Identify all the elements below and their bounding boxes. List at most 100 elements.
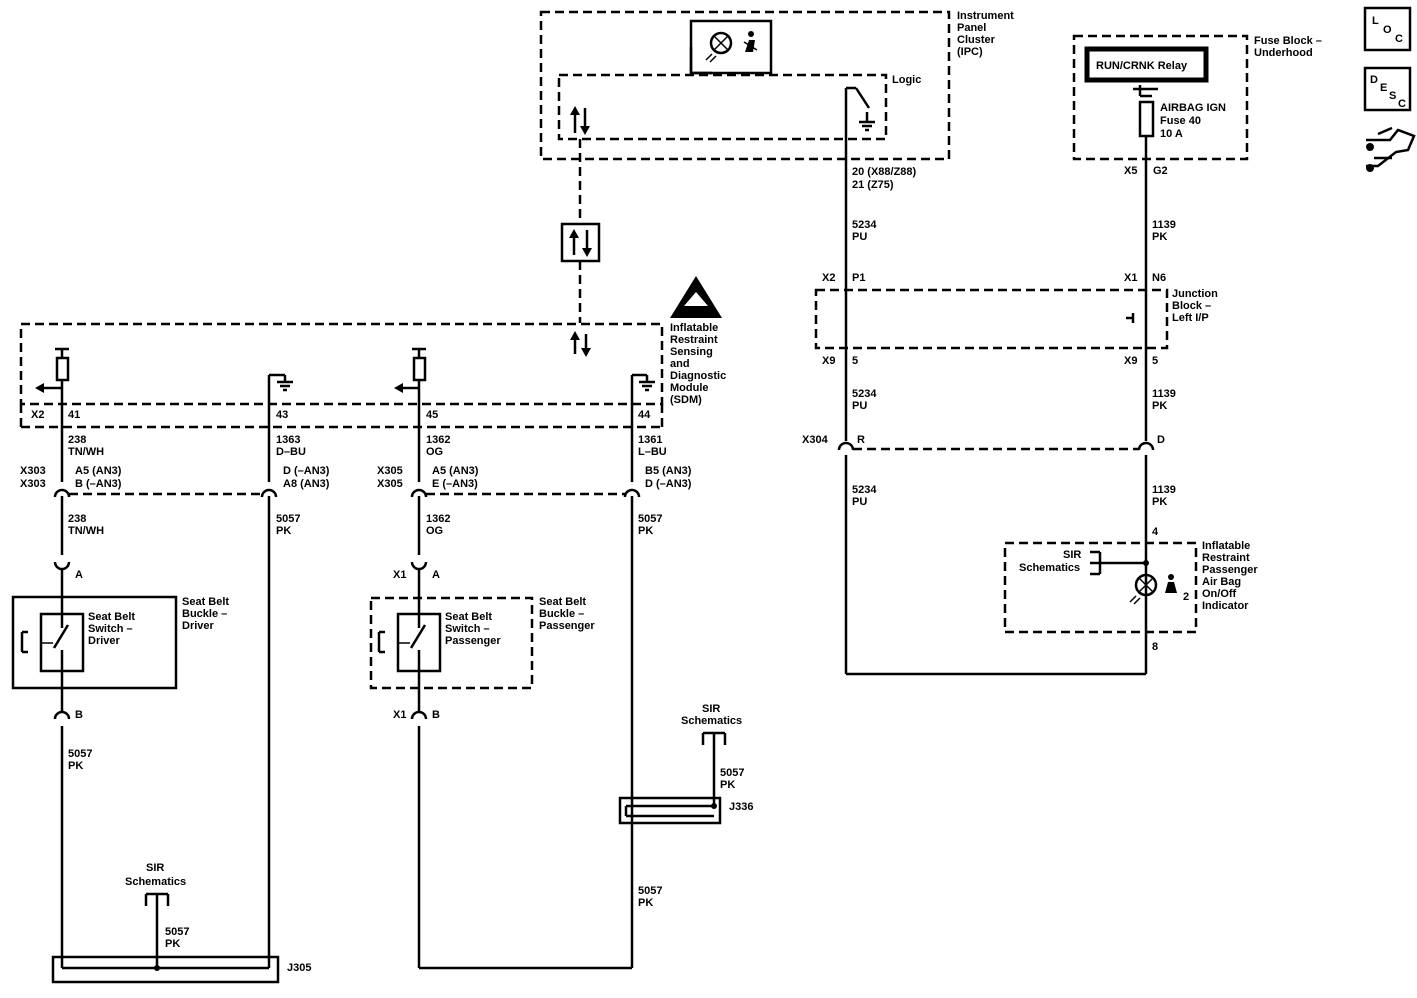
fuse-block-underhood: Fuse Block – Underhood RUN/CRNK Relay AI… [1072, 34, 1322, 177]
svg-text:PK: PK [1152, 400, 1167, 412]
svg-text:X303: X303 [20, 465, 46, 477]
svg-text:R: R [857, 434, 865, 446]
passenger-airbag-indicator: 4 8 Inflatable Restraint Passenger Air B… [1003, 526, 1258, 653]
svg-text:Passenger: Passenger [1202, 564, 1258, 576]
relay-label: RUN/CRNK Relay [1096, 60, 1188, 72]
svg-text:Driver: Driver [182, 620, 215, 632]
svg-text:PK: PK [1152, 496, 1167, 508]
svg-text:B: B [75, 709, 83, 721]
svg-text:238: 238 [68, 434, 86, 446]
svg-text:A5 (AN3): A5 (AN3) [75, 465, 122, 477]
svg-text:SIR: SIR [702, 703, 720, 715]
svg-text:P1: P1 [852, 272, 865, 284]
svg-text:B (–AN3): B (–AN3) [75, 478, 122, 490]
svg-text:AIRBAG IGN: AIRBAG IGN [1160, 102, 1226, 114]
svg-text:B5 (AN3): B5 (AN3) [645, 465, 692, 477]
svg-text:X304: X304 [802, 434, 829, 446]
svg-text:5234: 5234 [852, 484, 877, 496]
connector-x304: X304 R D [802, 434, 1165, 451]
splice-j336: J336 [618, 796, 753, 825]
svg-text:Underhood: Underhood [1254, 47, 1313, 59]
svg-text:A: A [432, 569, 440, 581]
junction-block-left-ip: X2 P1 X1 N6 Junction Block – Left I/P X9… [814, 272, 1218, 367]
svg-text:5057: 5057 [638, 885, 662, 897]
svg-text:PU: PU [852, 400, 867, 412]
sir-schematics-ref-c[interactable]: SIR Schematics [1019, 549, 1102, 576]
svg-text:D (–AN3): D (–AN3) [645, 478, 692, 490]
sdm-pullup-41 [35, 347, 70, 426]
svg-text:5057: 5057 [638, 513, 662, 525]
svg-text:1139: 1139 [1152, 484, 1176, 496]
svg-text:SIR: SIR [146, 862, 164, 874]
svg-text:D–BU: D–BU [276, 446, 306, 458]
svg-text:5234: 5234 [852, 219, 877, 231]
svg-text:5057: 5057 [165, 926, 189, 938]
svg-text:and: and [670, 358, 690, 370]
svg-text:1362: 1362 [426, 513, 450, 525]
svg-text:C: C [1395, 33, 1403, 45]
svg-text:44: 44 [638, 409, 651, 421]
sir-schematics-ref-a[interactable]: SIR Schematics [125, 862, 186, 906]
svg-text:X5: X5 [1124, 165, 1137, 177]
connector-x305 [410, 488, 641, 498]
svg-text:D: D [1370, 74, 1378, 86]
junction-bus-symbol [1126, 313, 1135, 323]
svg-text:X1: X1 [1124, 272, 1137, 284]
svg-text:On/Off: On/Off [1202, 588, 1237, 600]
svg-text:45: 45 [426, 409, 438, 421]
svg-text:O: O [1383, 24, 1392, 36]
svg-text:A5 (AN3): A5 (AN3) [432, 465, 479, 477]
svg-text:A8 (AN3): A8 (AN3) [283, 478, 330, 490]
svg-text:10 A: 10 A [1160, 128, 1183, 140]
sir-schematics-ref-b[interactable]: SIR Schematics [681, 703, 742, 745]
svg-text:20 (X88/Z88): 20 (X88/Z88) [852, 166, 917, 178]
svg-text:Fuse 40: Fuse 40 [1160, 115, 1201, 127]
connector-view-icon[interactable] [1366, 126, 1416, 172]
svg-text:Cluster: Cluster [957, 34, 996, 46]
svg-text:Inflatable: Inflatable [1202, 540, 1250, 552]
svg-text:5057: 5057 [68, 748, 92, 760]
svg-text:5: 5 [1152, 355, 1158, 367]
svg-text:Buckle –: Buckle – [182, 608, 227, 620]
ipc-seatbelt-lamp [689, 19, 773, 75]
svg-text:Schematics: Schematics [681, 715, 742, 727]
svg-text:(IPC): (IPC) [957, 46, 983, 58]
svg-text:Indicator: Indicator [1202, 600, 1249, 612]
sdm-module: Inflatable Restraint Sensing and Diagnos… [19, 276, 726, 429]
svg-text:OG: OG [426, 446, 443, 458]
location-icon[interactable]: L O C [1363, 6, 1412, 52]
svg-text:5057: 5057 [720, 767, 744, 779]
svg-text:PU: PU [852, 231, 867, 243]
svg-text:5234: 5234 [852, 388, 877, 400]
svg-text:PK: PK [276, 525, 291, 537]
svg-text:X2: X2 [31, 409, 44, 421]
svg-text:PK: PK [638, 897, 653, 909]
svg-text:Passenger: Passenger [539, 620, 595, 632]
svg-text:Seat Belt: Seat Belt [182, 596, 229, 608]
svg-text:Restraint: Restraint [670, 334, 718, 346]
svg-text:G2: G2 [1153, 165, 1168, 177]
svg-text:1139: 1139 [1152, 388, 1176, 400]
svg-text:43: 43 [276, 409, 288, 421]
svg-text:5057: 5057 [276, 513, 300, 525]
svg-text:Driver: Driver [88, 635, 121, 647]
connector-x303 [53, 488, 278, 498]
svg-text:Seat Belt: Seat Belt [445, 611, 492, 623]
svg-text:PK: PK [1152, 231, 1167, 243]
svg-text:J336: J336 [729, 801, 753, 813]
svg-text:1363: 1363 [276, 434, 300, 446]
svg-text:L: L [1372, 15, 1379, 27]
svg-text:X303: X303 [20, 478, 46, 490]
svg-text:8: 8 [1152, 641, 1158, 653]
svg-text:1361: 1361 [638, 434, 662, 446]
svg-text:Switch –: Switch – [445, 623, 490, 635]
description-icon[interactable]: D E S C [1363, 66, 1412, 112]
svg-text:TN/WH: TN/WH [68, 446, 104, 458]
svg-text:PK: PK [720, 779, 735, 791]
sdm-ground-43 [269, 373, 293, 392]
svg-text:Diagnostic: Diagnostic [670, 370, 726, 382]
svg-text:PK: PK [638, 525, 653, 537]
svg-text:E (–AN3): E (–AN3) [432, 478, 478, 490]
svg-text:D: D [1157, 434, 1165, 446]
seatbelt-person-icon [743, 31, 758, 52]
